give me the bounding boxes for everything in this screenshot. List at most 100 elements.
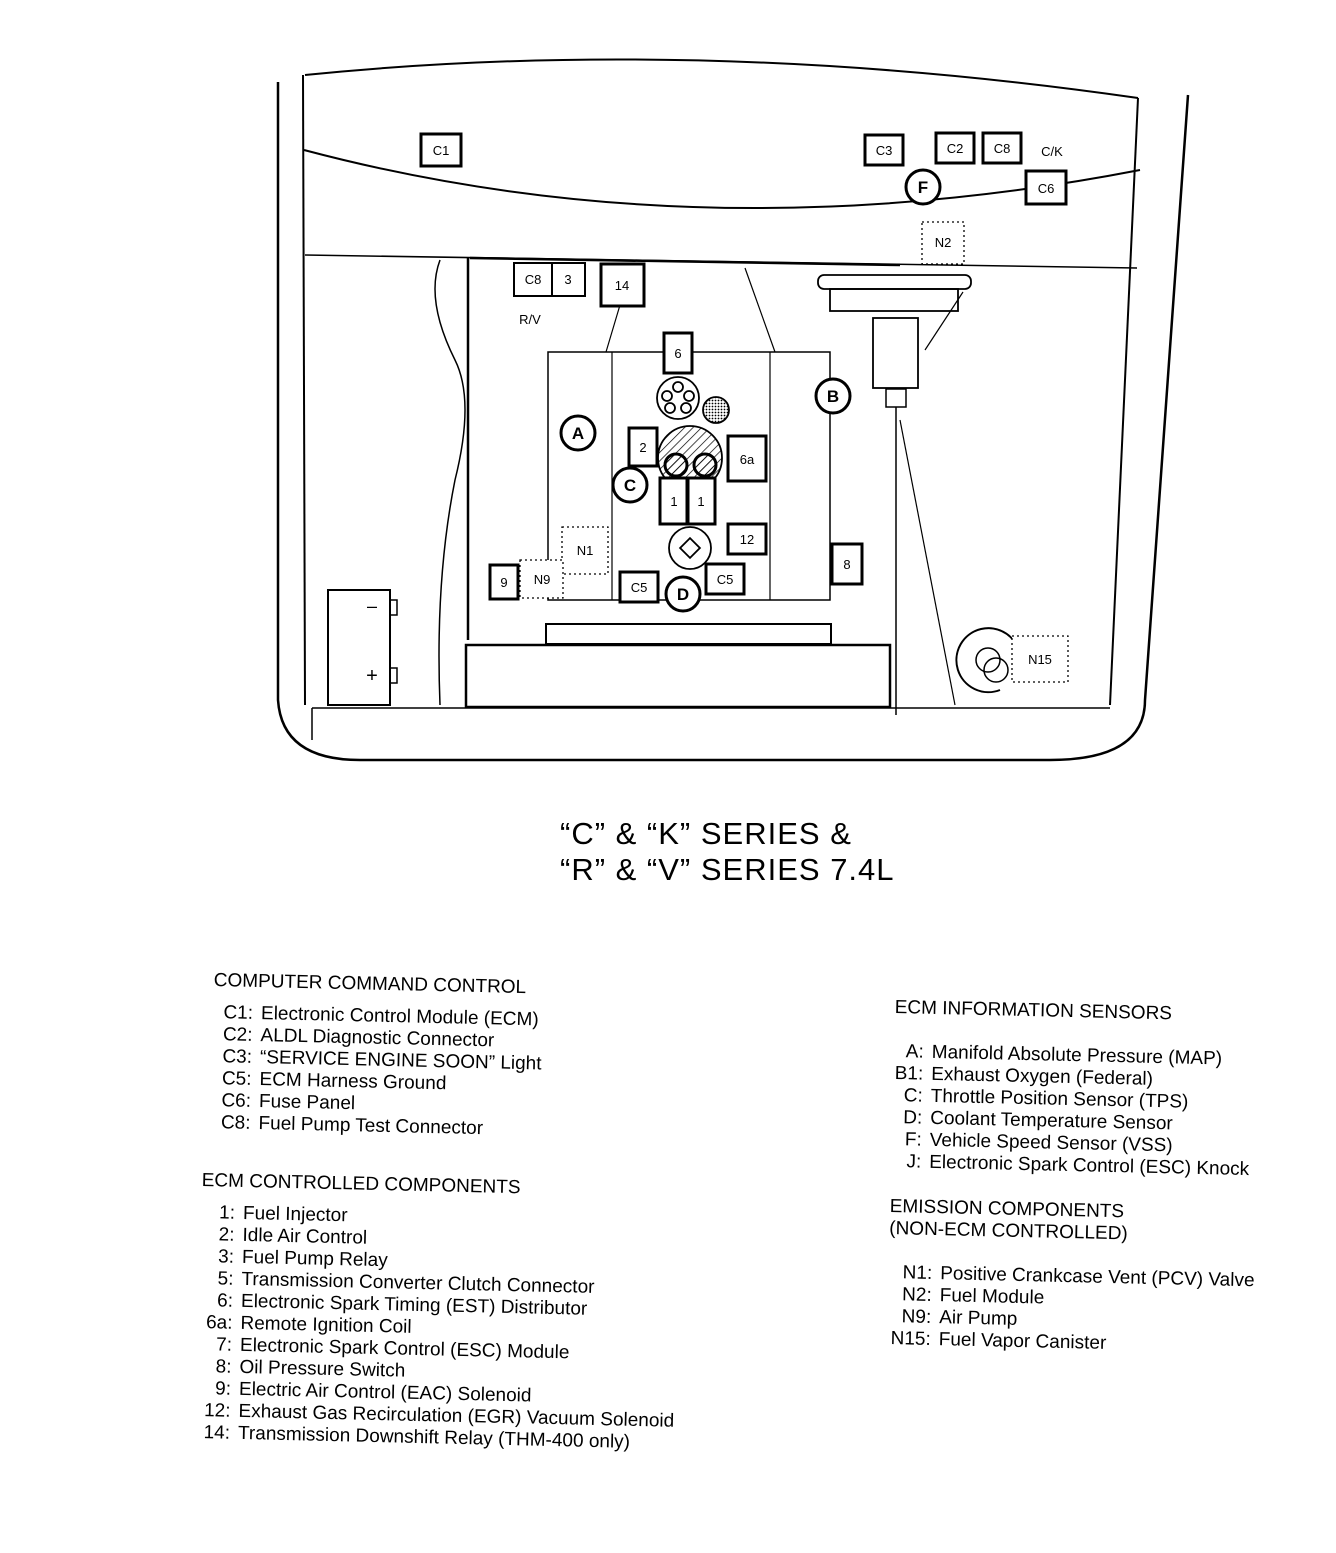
distributor-cap — [656, 376, 700, 420]
box-n2 — [921, 221, 965, 265]
label-n15: N15 — [1028, 652, 1052, 667]
label-6a: 6a — [740, 452, 755, 467]
label-c6: C6 — [1038, 181, 1055, 196]
legend-text: ECM Harness Ground — [259, 1069, 447, 1095]
circle-f — [904, 168, 942, 206]
box-2 — [627, 426, 659, 468]
label-14: 14 — [615, 278, 629, 293]
label-c5a: C5 — [631, 580, 648, 595]
box-c2 — [934, 131, 976, 165]
legend-text: Remote Ignition Coil — [240, 1312, 412, 1338]
legend-code: 5: — [217, 1268, 234, 1290]
box-8 — [830, 542, 864, 586]
box-1b — [686, 476, 717, 526]
legend-code: C1: — [223, 1002, 254, 1024]
circle-a — [559, 414, 597, 452]
label-9: 9 — [500, 575, 507, 590]
legend-code: A: — [905, 1041, 924, 1063]
box-3 — [551, 262, 586, 297]
label-b: B — [827, 387, 839, 406]
emission-components-legend: EMISSION COMPONENTS (NON-ECM CONTROLLED)… — [887, 1196, 1257, 1358]
label-3: 3 — [564, 272, 571, 287]
radiator-top — [545, 623, 832, 645]
legend-code: C3: — [222, 1046, 253, 1068]
engine-compartment-diagram: C1 C3 C2 C8 C/K C6 N2 C8 3 14 R/V 6 2 6a… — [276, 58, 1190, 762]
legend-text: Air Pump — [939, 1307, 1018, 1330]
box-n1 — [561, 526, 609, 575]
battery — [327, 589, 391, 706]
label-c5b: C5 — [717, 572, 734, 587]
temp-sensor-ring — [668, 526, 712, 570]
label-n1: N1 — [577, 543, 594, 558]
vapor-canister — [955, 627, 1021, 694]
sensor-dotted — [702, 396, 730, 424]
legend-text: Fuel Module — [939, 1285, 1045, 1309]
legend-code: N2: — [901, 1284, 932, 1306]
legend-code: 8: — [215, 1356, 232, 1378]
legend-code: F: — [904, 1129, 922, 1151]
cowl-bottom-curve — [303, 149, 1141, 209]
legend-code: 1: — [218, 1202, 236, 1224]
legend-text: Fuse Panel — [258, 1091, 356, 1115]
label-12: 12 — [740, 532, 754, 547]
legend-code: N1: — [902, 1262, 933, 1284]
legend-code: D: — [903, 1107, 923, 1129]
legend-heading: COMPUTER COMMAND CONTROL — [213, 970, 527, 999]
label-c1: C1 — [433, 143, 450, 158]
legend-code: N9: — [901, 1306, 932, 1328]
legend-code: 12: — [203, 1400, 231, 1422]
box-6 — [662, 331, 694, 375]
label-n9: N9 — [534, 572, 551, 587]
legend-code: C: — [903, 1085, 923, 1107]
ecm-information-sensors-legend: ECM INFORMATION SENSORS A:Manifold Absol… — [891, 997, 1253, 1181]
circle-c — [611, 466, 649, 504]
legend-heading: ECM CONTROLLED COMPONENTS — [201, 1170, 521, 1199]
legend-code: 9: — [214, 1378, 232, 1400]
label-c3: C3 — [876, 143, 893, 158]
box-12 — [726, 522, 768, 556]
box-c1 — [419, 132, 463, 168]
label-1b: 1 — [697, 494, 704, 509]
legend-code: C6: — [221, 1090, 252, 1112]
legend-code: 2: — [218, 1224, 235, 1246]
label-f: F — [918, 178, 928, 197]
box-c6 — [1024, 169, 1068, 206]
legend-text: Fuel Injector — [242, 1202, 348, 1227]
label-2: 2 — [639, 440, 646, 455]
box-c5b — [704, 562, 746, 596]
circle-d — [664, 575, 702, 613]
label-battery-pos: + — [366, 665, 378, 687]
label-c: C — [624, 476, 636, 495]
engine-outline — [466, 256, 901, 640]
legend-code: 6: — [216, 1290, 234, 1312]
legend-code: 3: — [217, 1246, 235, 1268]
left-wheelwell — [434, 259, 466, 706]
legend-code: 6a: — [205, 1312, 233, 1334]
label-d: D — [677, 585, 689, 604]
box-6a — [726, 434, 768, 483]
box-c5a — [618, 570, 660, 604]
legend-text: Fuel Vapor Canister — [938, 1329, 1107, 1354]
legend-text: Idle Air Control — [242, 1224, 368, 1249]
box-c8-top — [981, 131, 1023, 165]
label-battery-neg: – — [367, 596, 377, 616]
legend-code: 14: — [203, 1422, 231, 1444]
legend-code: J: — [906, 1151, 922, 1173]
series-title-line1: “C” & “K” SERIES & — [560, 816, 852, 851]
label-8: 8 — [843, 557, 850, 572]
legend-text: Fuel Pump Test Connector — [258, 1113, 484, 1140]
legend-code: 7: — [215, 1334, 233, 1356]
legend-code: N15: — [890, 1328, 931, 1350]
legend-heading: ECM INFORMATION SENSORS — [894, 997, 1173, 1025]
fuel-module-cap — [817, 274, 972, 290]
box-n15 — [1011, 635, 1069, 683]
vehicle-outline — [276, 82, 1190, 762]
radiator-support — [464, 643, 892, 709]
label-n2: N2 — [935, 235, 952, 250]
label-ck: C/K — [1041, 144, 1063, 159]
box-9 — [488, 563, 520, 601]
series-title-line2: “R” & “V” SERIES 7.4L — [560, 852, 895, 887]
label-c8-top: C8 — [994, 141, 1011, 156]
legend-text: Fuel Pump Relay — [241, 1246, 388, 1272]
ecm-controlled-components-legend: ECM CONTROLLED COMPONENTS 1: Fuel Injecto… — [196, 1170, 680, 1455]
